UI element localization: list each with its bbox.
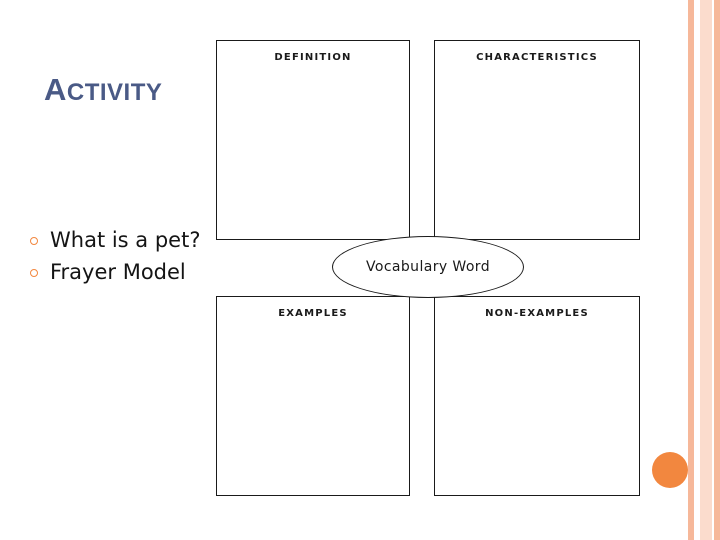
frayer-characteristics-label: CHARACTERISTICS xyxy=(476,52,598,63)
frayer-quadrant-definition: DEFINITION xyxy=(216,40,410,240)
bullet-list: What is a pet? Frayer Model xyxy=(30,226,280,291)
right-decor-bar-dark-2 xyxy=(714,0,720,540)
page-title: ACTIVITY xyxy=(44,72,162,108)
frayer-non-examples-label: NON-EXAMPLES xyxy=(485,308,589,319)
list-item-label: What is a pet? xyxy=(50,228,201,252)
list-item: What is a pet? xyxy=(30,226,280,254)
right-decor-bar-dark-1 xyxy=(688,0,694,540)
frayer-quadrant-non-examples: NON-EXAMPLES xyxy=(434,296,640,496)
frayer-center-label: Vocabulary Word xyxy=(365,259,491,275)
bullet-circle-icon xyxy=(30,233,50,248)
frayer-quadrant-characteristics: CHARACTERISTICS xyxy=(434,40,640,240)
page-title-drop-cap: A xyxy=(44,72,67,107)
frayer-model-diagram: DEFINITION CHARACTERISTICS EXAMPLES NON-… xyxy=(216,40,640,496)
bullet-circle-icon xyxy=(30,265,50,280)
frayer-center-ellipse: Vocabulary Word xyxy=(332,236,524,298)
list-item-label: Frayer Model xyxy=(50,260,186,285)
orange-circle-decoration xyxy=(652,452,688,488)
frayer-examples-label: EXAMPLES xyxy=(278,308,348,319)
frayer-definition-label: DEFINITION xyxy=(274,52,352,63)
right-decor-bar-light xyxy=(700,0,712,540)
frayer-quadrant-examples: EXAMPLES xyxy=(216,296,410,496)
list-item: Frayer Model xyxy=(30,258,280,286)
page-title-text: CTIVITY xyxy=(66,79,163,106)
